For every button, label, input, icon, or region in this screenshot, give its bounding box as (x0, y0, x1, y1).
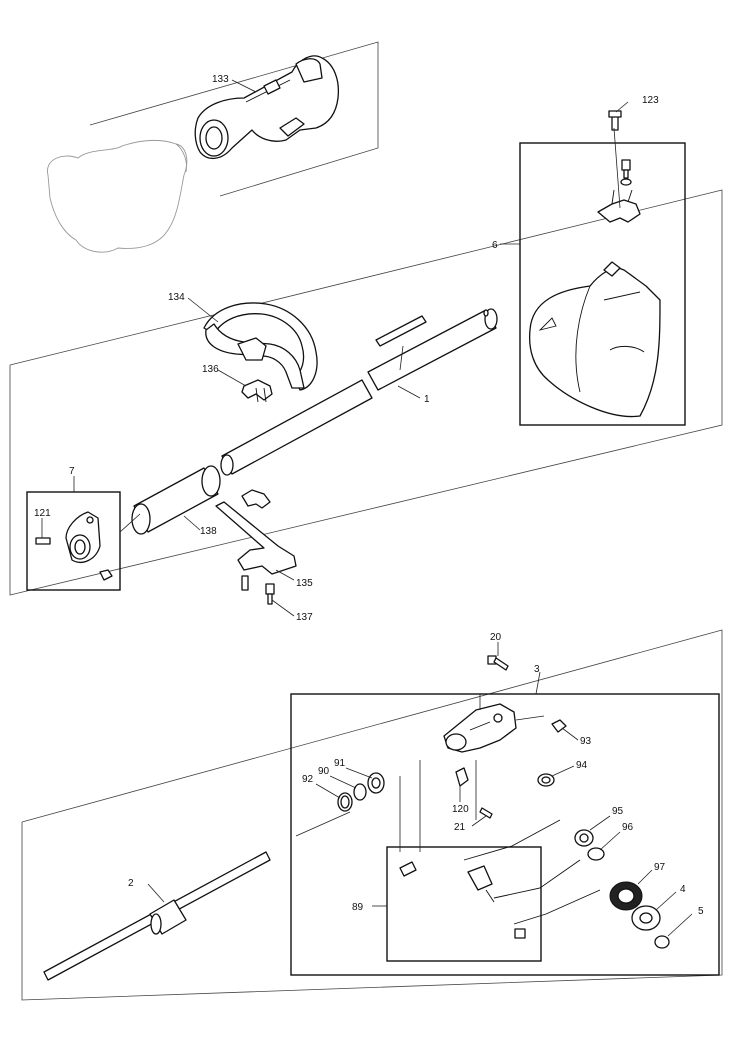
label-20: 20 (490, 632, 502, 643)
part-5-nut (654, 935, 670, 949)
part-91-bearing (367, 772, 385, 794)
label-1: 1 (424, 394, 430, 405)
part-90-ring (353, 783, 367, 801)
label-120: 120 (452, 804, 469, 815)
label-95: 95 (612, 806, 624, 817)
gear-case (443, 703, 517, 753)
label-97: 97 (654, 862, 666, 873)
part-95-bearing (574, 829, 594, 847)
label-134: 134 (168, 292, 185, 303)
label-4: 4 (680, 884, 686, 895)
part-96-snap-ring (587, 847, 605, 861)
label-21: 21 (454, 822, 466, 833)
part-20-bolt (487, 655, 509, 671)
part-7-grip-box (26, 491, 121, 591)
part-97-gear (609, 881, 643, 911)
label-135: 135 (296, 578, 313, 589)
part-6-guard-box (519, 142, 686, 426)
part-labels: 133 123 6 134 136 1 7 121 138 135 137 20… (34, 74, 704, 917)
label-137: 137 (296, 612, 313, 623)
label-96: 96 (622, 822, 634, 833)
part-21-bolt (479, 807, 493, 819)
part-3-gear-box (290, 693, 720, 976)
label-91: 91 (334, 758, 346, 769)
part-136-clamp (241, 379, 273, 403)
label-123: 123 (642, 95, 659, 106)
part-2-drive-shaft (43, 851, 271, 981)
top-panel-outline (89, 41, 379, 197)
label-2: 2 (128, 878, 134, 889)
label-136: 136 (202, 364, 219, 375)
label-90: 90 (318, 766, 330, 777)
label-92: 92 (302, 774, 314, 785)
part-4-holder (631, 905, 661, 931)
label-133: 133 (212, 74, 229, 85)
label-7: 7 (69, 466, 75, 477)
part-138-grip (131, 465, 221, 535)
middle-panel-outline (9, 189, 723, 596)
label-93: 93 (580, 736, 592, 747)
label-3: 3 (534, 664, 540, 675)
label-94: 94 (576, 760, 588, 771)
engine-outline (47, 139, 188, 253)
label-5: 5 (698, 906, 704, 917)
leader-lines (41, 79, 693, 937)
part-134-loop-handle (203, 302, 318, 391)
part-137-bolt (265, 583, 275, 605)
label-6: 6 (492, 240, 498, 251)
label-89: 89 (352, 902, 364, 913)
label-138: 138 (200, 526, 217, 537)
part-93-bolt (551, 719, 567, 733)
part-92-snap-ring (337, 792, 353, 812)
part-89-box (386, 846, 542, 962)
part-120-nut (455, 767, 469, 787)
part-94-ring (537, 773, 555, 787)
part-133-throttle-handle (194, 55, 340, 159)
part-123-bolt (608, 110, 622, 131)
part-135-bar-handle (215, 489, 297, 591)
label-121: 121 (34, 508, 51, 519)
